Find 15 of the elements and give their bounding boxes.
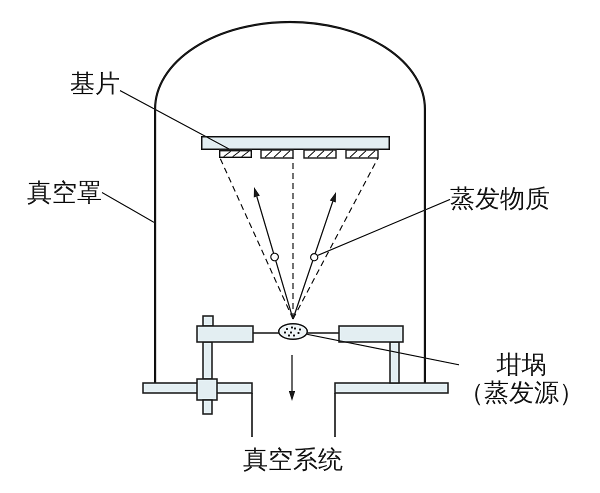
part-label: 真空系统 [243, 447, 343, 475]
substrate-piece [219, 150, 252, 158]
bell-jar [154, 21, 426, 384]
part-label: 真空罩 [27, 180, 102, 208]
particle-icon [310, 252, 318, 262]
crucible [278, 323, 308, 340]
alias-label: （蒸发源） [459, 380, 584, 408]
part-label: 蒸发物质 [450, 186, 550, 214]
leader-line [120, 90, 232, 151]
leader-line [102, 192, 154, 223]
leader-line [318, 198, 450, 256]
part-label: 基片 [70, 71, 120, 99]
leader-line [307, 334, 460, 366]
part-label: 坩埚 [496, 352, 548, 380]
substrate-holder [201, 136, 390, 150]
